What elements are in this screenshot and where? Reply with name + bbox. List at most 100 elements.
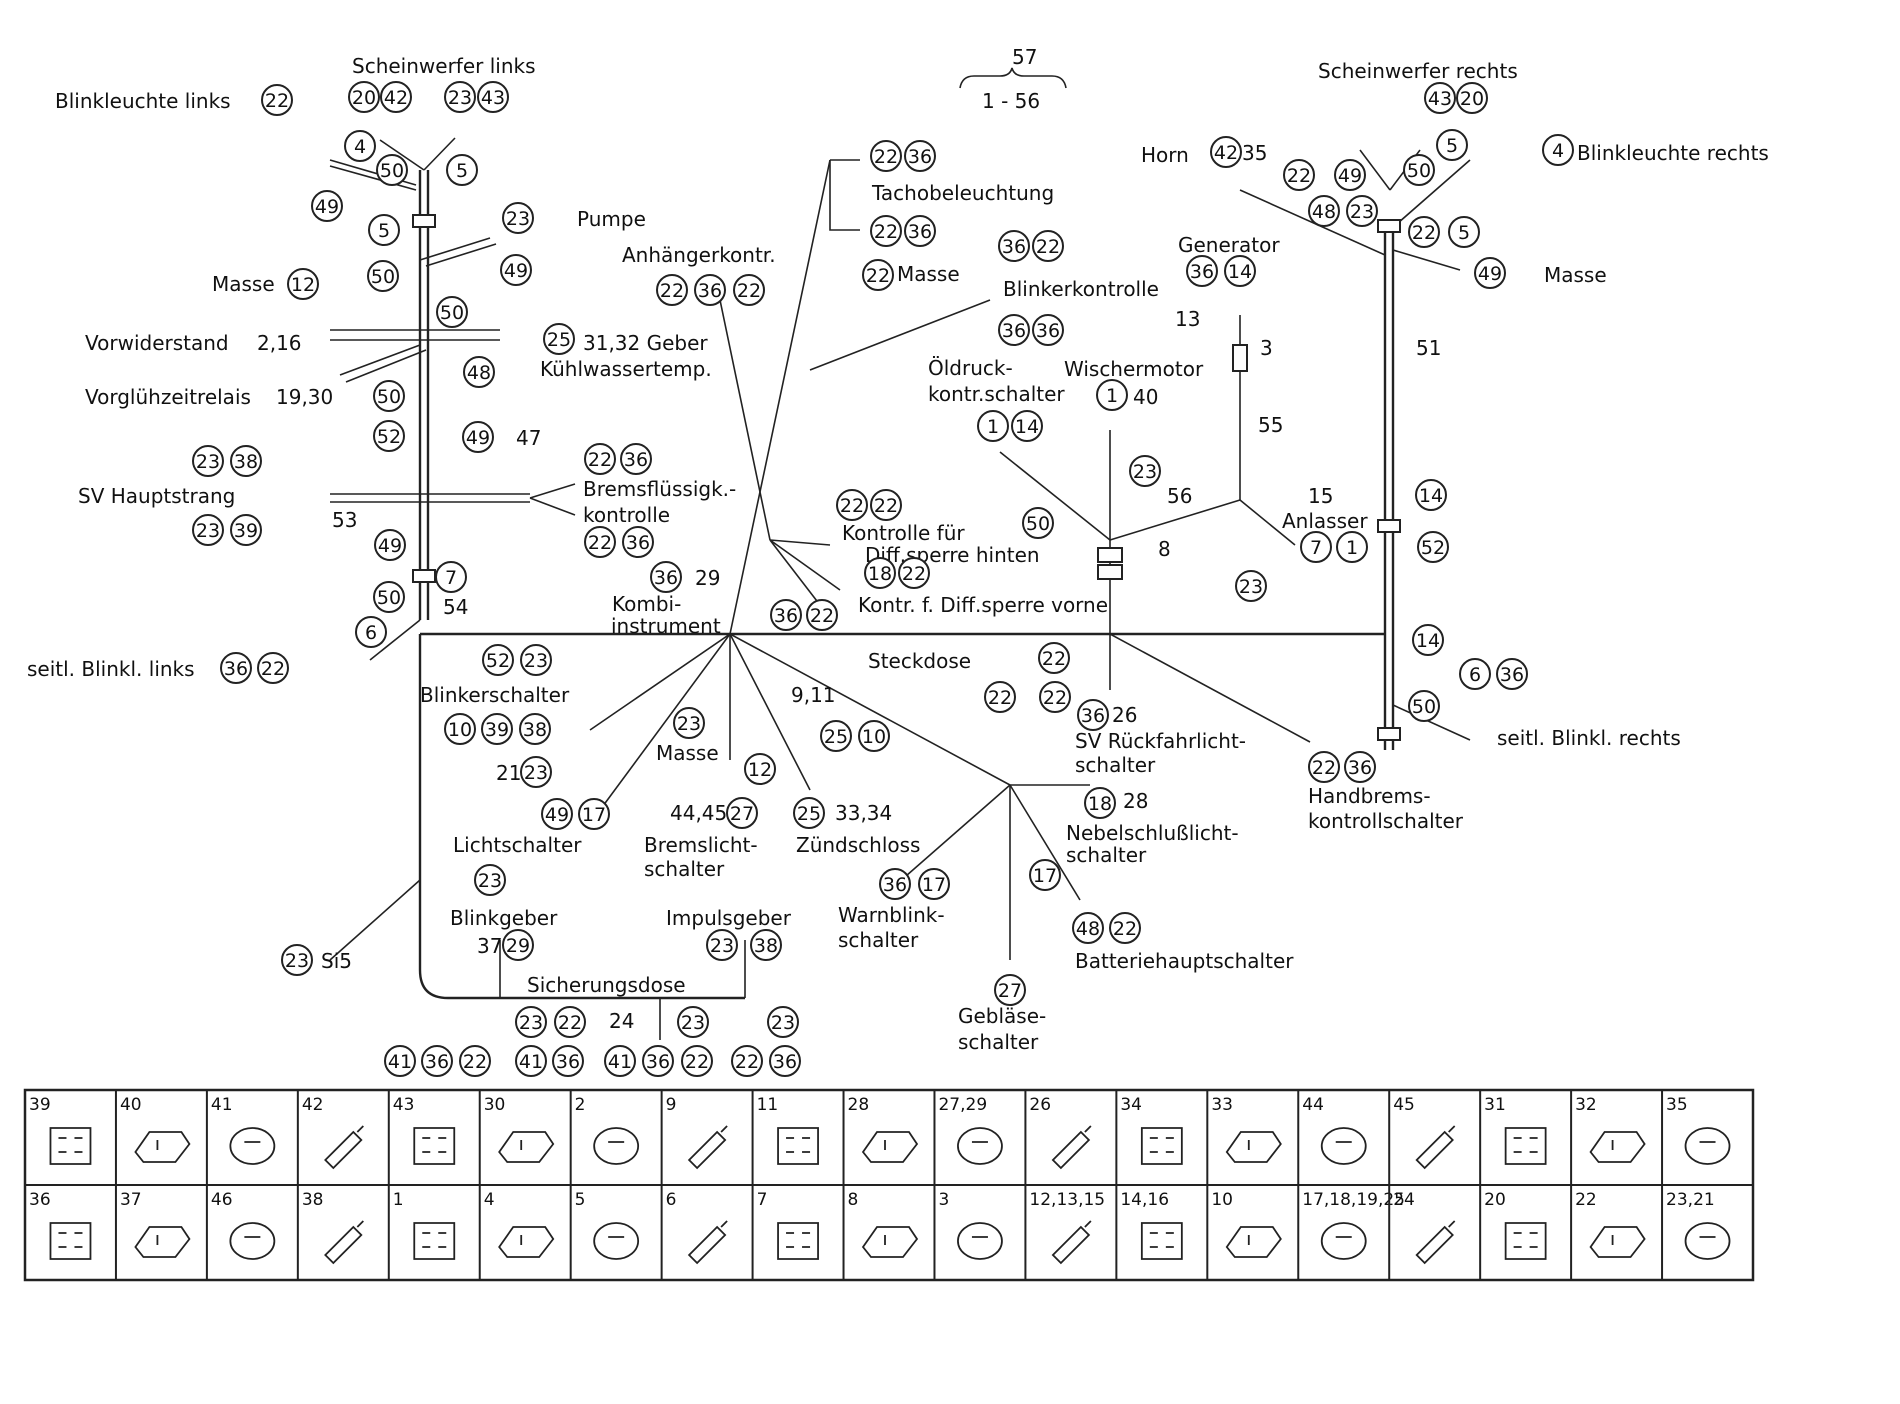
connector-circle: 36 <box>770 599 802 631</box>
connector-circle: 14 <box>1011 410 1043 442</box>
connector-part-icon <box>1225 1131 1282 1163</box>
connector-circle: 23 <box>520 756 552 788</box>
connector-circle: 29 <box>502 929 534 961</box>
connector-part-icon <box>687 1220 728 1265</box>
connector-number: 23 <box>710 935 734 957</box>
connector-number: 36 <box>698 280 722 302</box>
legend-cell-row2: 17,18,19,25 <box>1302 1190 1405 1260</box>
connector-circle: 52 <box>1417 531 1449 563</box>
connector-circle: 36 <box>642 1045 674 1077</box>
connector-number: 22 <box>588 449 612 471</box>
connector-number: 36 <box>1002 320 1026 342</box>
label-n26: 26 <box>1112 703 1137 727</box>
connector-circle: 22 <box>898 557 930 589</box>
label-scheinwerfer-rechts: Scheinwerfer rechts <box>1318 59 1518 83</box>
connector-circle: 49 <box>1474 257 1506 289</box>
connector-circle: 14 <box>1415 479 1447 511</box>
legend-cell-row1: 34 <box>1120 1095 1183 1165</box>
legend-cell-row2: 7 <box>757 1190 819 1260</box>
connector-number: 1 <box>987 416 999 438</box>
legend-cell-row2: 37 <box>120 1190 191 1258</box>
connector-number: 48 <box>467 362 491 384</box>
legend-cell-row2: 3 <box>938 1190 1003 1260</box>
label-n53: 53 <box>332 508 357 532</box>
legend-cell-row1: 44 <box>1302 1095 1367 1165</box>
connector-number: 22 <box>874 221 898 243</box>
connector-number: 22 <box>866 265 890 287</box>
left-harness <box>329 137 1395 1000</box>
legend-part-number: 11 <box>757 1095 779 1115</box>
label-sv-hauptstrang: SV Hauptstrang <box>78 484 235 508</box>
connector-number: 50 <box>1407 160 1431 182</box>
connector-circle: 36 <box>1077 699 1109 731</box>
connector-circle: 23 <box>281 944 313 976</box>
connector-number: 18 <box>1088 793 1112 815</box>
legend-part-number: 12,13,15 <box>1029 1190 1105 1210</box>
legend-part-number: 14,16 <box>1120 1190 1169 1210</box>
label-wischermotor: Wischermotor <box>1064 357 1204 381</box>
connector-circle: 42 <box>380 81 412 113</box>
connector-number: 23 <box>519 1012 543 1034</box>
connector-circle: 41 <box>515 1045 547 1077</box>
legend-cell-row1: 2 <box>575 1095 640 1165</box>
connector-number: 22 <box>685 1051 709 1073</box>
connector-number: 7 <box>1310 537 1322 559</box>
connector-circle: 50 <box>373 581 405 613</box>
legend-cell-row2: 4 <box>484 1190 555 1258</box>
label-bremsfl2: kontrolle <box>583 503 670 527</box>
connector-number: 43 <box>1428 88 1452 110</box>
connector-part-icon <box>1415 1125 1456 1170</box>
legend-cell-row1: 43 <box>393 1095 456 1165</box>
connector-circle: 23 <box>515 1006 547 1038</box>
connector-number: 22 <box>1287 165 1311 187</box>
connector-number: 22 <box>810 605 834 627</box>
connector-number: 36 <box>774 605 798 627</box>
connector-circle: 12 <box>287 268 319 300</box>
connector-circle: 50 <box>367 260 399 292</box>
connector-circle: 22 <box>681 1045 713 1077</box>
label-scheinwerfer-links: Scheinwerfer links <box>352 54 536 78</box>
connector-number: 22 <box>1412 222 1436 244</box>
connector-circle: 36 <box>998 230 1030 262</box>
connector-circle: 1 <box>1096 379 1128 411</box>
connector-circle: 39 <box>481 713 513 745</box>
connector-number: 49 <box>466 427 490 449</box>
connector-circle: 49 <box>311 190 343 222</box>
connector-number: 36 <box>654 567 678 589</box>
connector-circle: 22 <box>870 489 902 521</box>
label-kombi2: instrument <box>611 614 721 638</box>
sleeves <box>412 214 1401 741</box>
label-bremsfl1: Bremsflüssigk.- <box>583 477 736 501</box>
connector-number: 52 <box>377 426 401 448</box>
label-sv-rueck1: SV Rückfahrlicht- <box>1075 729 1246 753</box>
connector-part-icon <box>1415 1220 1456 1265</box>
legend-part-number: 22 <box>1575 1190 1597 1210</box>
label-n4445: 44,45 <box>670 801 727 825</box>
connector-number: 22 <box>1312 757 1336 779</box>
label-sv-rueck2: schalter <box>1075 753 1156 777</box>
connector-part-icon <box>229 1222 276 1260</box>
connector-number: 50 <box>440 302 464 324</box>
connector-number: 50 <box>1026 513 1050 535</box>
connector-number: 52 <box>486 650 510 672</box>
connector-circle: 48 <box>1072 912 1104 944</box>
connector-number: 14 <box>1419 485 1443 507</box>
connector-circle: 5 <box>1448 216 1480 248</box>
connector-number: 22 <box>1043 687 1067 709</box>
connector-circle: 23 <box>474 864 506 896</box>
label-masse-center: Masse <box>897 262 960 286</box>
label-impulsgeber: Impulsgeber <box>666 906 792 930</box>
legend-part-number: 3 <box>938 1190 949 1210</box>
connector-number: 22 <box>463 1051 487 1073</box>
label-masse-bottom: Masse <box>656 741 719 765</box>
connector-circle: 36 <box>1344 751 1376 783</box>
connector-number: 22 <box>735 1051 759 1073</box>
connector-number: 27 <box>998 980 1022 1002</box>
connector-number: 6 <box>365 622 377 644</box>
connector-circle: 5 <box>1436 129 1468 161</box>
label-n13: 13 <box>1175 307 1200 331</box>
connector-part-icon <box>324 1125 364 1170</box>
connector-circle: 23 <box>1235 570 1267 602</box>
